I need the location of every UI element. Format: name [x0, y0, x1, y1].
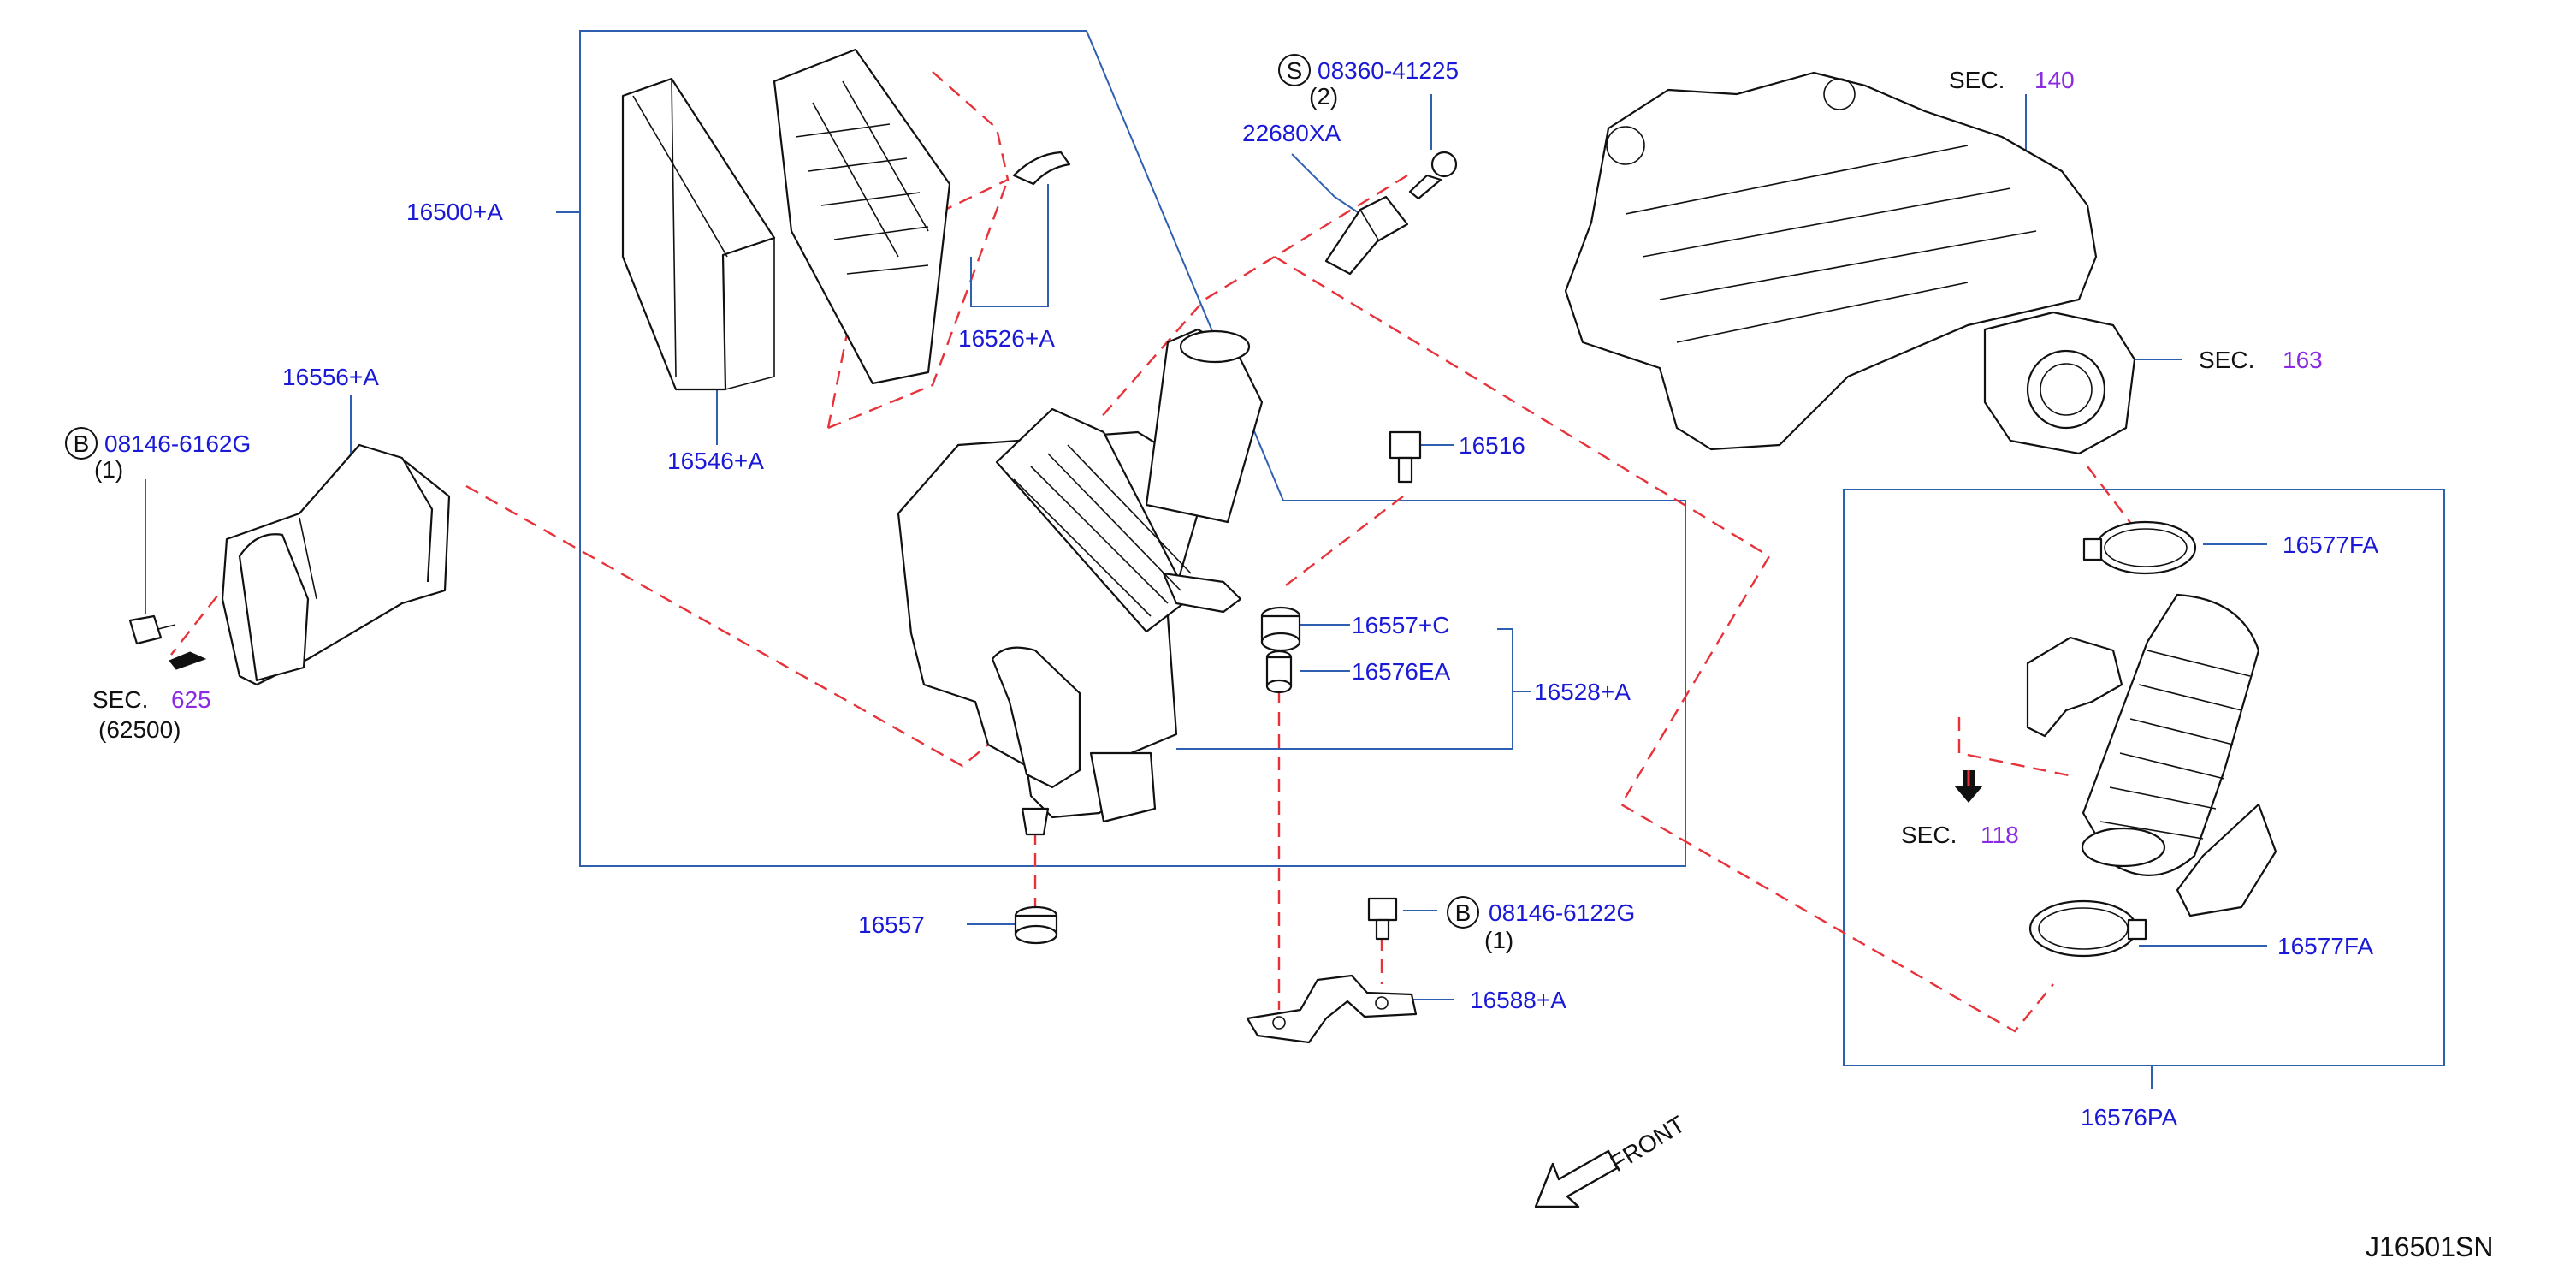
callout-letter-b1: B	[74, 430, 90, 457]
label-08146-6162g: 08146-6162G	[104, 430, 251, 457]
sec-163-number: 163	[2283, 347, 2323, 373]
label-16556a: 16556+A	[282, 364, 379, 390]
label-16577fa-top: 16577FA	[2283, 531, 2378, 558]
air-duct-assembly-box	[1843, 489, 2445, 1066]
air-cleaner-cover	[773, 48, 951, 385]
section-arrow-icon	[169, 651, 1983, 803]
label-16528a: 16528+A	[1534, 679, 1631, 705]
callout-circle-b2	[1447, 896, 1479, 929]
sec-140-word: SEC.	[1949, 67, 2005, 93]
qty-08360-41225: (2)	[1309, 83, 1338, 110]
label-08360-41225: 08360-41225	[1318, 57, 1459, 84]
label-16557c: 16557+C	[1352, 612, 1449, 638]
bracket-16588a	[1246, 974, 1418, 1044]
collar-16576ea	[1265, 650, 1293, 694]
leader-lines	[145, 94, 2267, 1089]
intake-manifold	[1564, 71, 2098, 451]
bolt-08146-6122g	[1367, 897, 1398, 941]
throttle-body	[1983, 311, 2136, 455]
label-16526a: 16526+A	[958, 325, 1055, 352]
label-16557: 16557	[858, 911, 925, 938]
callout-circle-s	[1278, 54, 1311, 86]
air-cleaner-body	[897, 328, 1264, 836]
sec-625-number: 625	[171, 686, 211, 713]
label-16500a: 16500+A	[406, 199, 503, 225]
qty-08146-6162g: (1)	[94, 456, 123, 483]
front-arrow-icon	[1534, 1149, 1619, 1208]
sec-163-word: SEC.	[2199, 347, 2254, 373]
label-16576ea: 16576EA	[1352, 658, 1451, 685]
sec-140-number: 140	[2034, 67, 2075, 93]
clamp-16577fa-top	[2082, 520, 2197, 575]
label-16516: 16516	[1459, 432, 1525, 459]
label-16588a: 16588+A	[1470, 987, 1566, 1013]
sec-118-word: SEC.	[1901, 822, 1957, 848]
sensor-screw	[1408, 151, 1458, 200]
label-08146-6122g: 08146-6122G	[1489, 899, 1635, 926]
qty-08146-6122g: (1)	[1484, 927, 1513, 953]
grommet-16557	[1014, 905, 1058, 945]
grommet-16557c	[1260, 606, 1301, 652]
label-16576pa: 16576PA	[2081, 1104, 2177, 1131]
callout-circle-b1	[65, 427, 98, 460]
bolt-16516	[1389, 430, 1422, 484]
air-filter-element	[621, 77, 776, 391]
clip-part	[1012, 151, 1071, 186]
air-flow-sensor	[1324, 195, 1409, 276]
diagram-id: J16501SN	[2366, 1231, 2493, 1262]
bolt-08146-6162g	[128, 614, 176, 645]
sec-625-word: SEC.	[92, 686, 148, 713]
front-label: FRONT	[1606, 1111, 1690, 1177]
label-16577fa-bottom: 16577FA	[2277, 933, 2373, 959]
callout-letter-s: S	[1287, 57, 1303, 84]
sec-118-number: 118	[1981, 822, 2019, 848]
intake-hose	[2026, 593, 2277, 917]
callout-letter-b2: B	[1455, 899, 1472, 926]
air-cleaner-assembly-box	[579, 30, 1686, 867]
label-22680xa: 22680XA	[1242, 120, 1341, 146]
air-duct-16556a	[221, 443, 451, 686]
sec-625-sub: (62500)	[98, 716, 181, 743]
label-16546a: 16546+A	[667, 448, 764, 474]
clamp-16577fa-bottom	[2028, 899, 2147, 958]
